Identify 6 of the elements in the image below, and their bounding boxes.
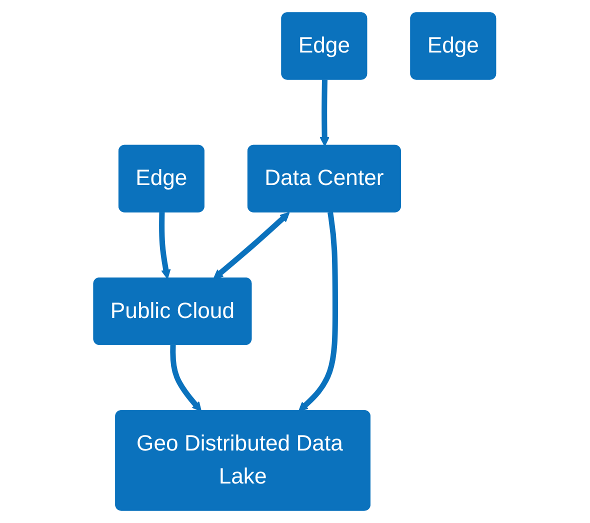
arrow [159, 212, 172, 280]
flow-diagram: Edge Edge Edge Data Center Public Cloud Geo Distributed Data Lake [85, 4, 505, 519]
arrow [214, 212, 290, 280]
arrow [320, 80, 330, 146]
arrow [298, 212, 338, 412]
arrow [170, 344, 202, 412]
